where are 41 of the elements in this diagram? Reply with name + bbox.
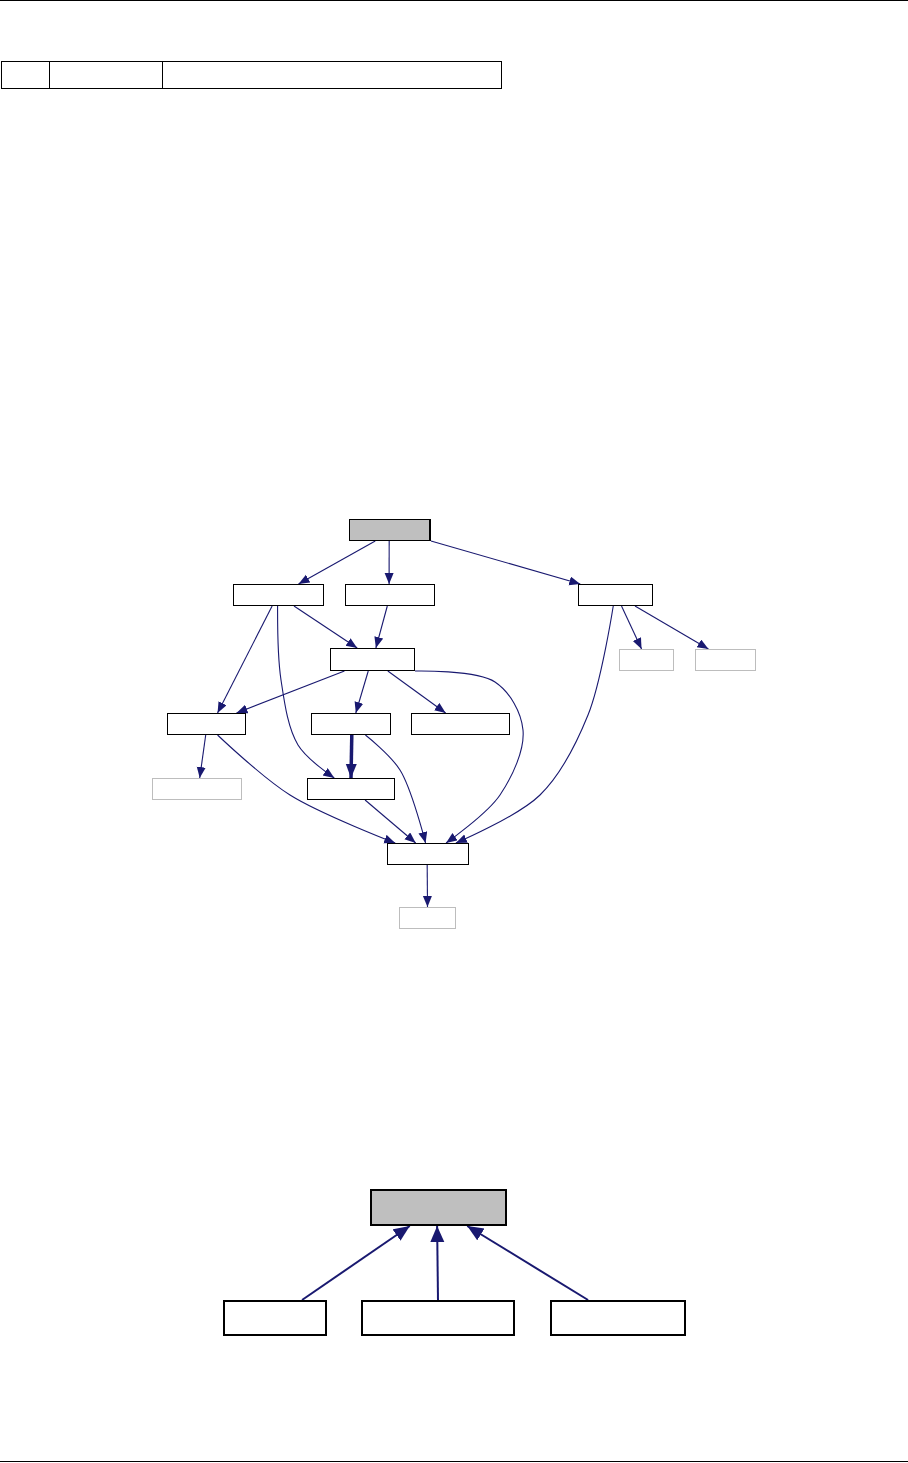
arrow — [297, 540, 376, 585]
arrow — [414, 670, 524, 844]
arrow — [430, 1225, 445, 1301]
arrow — [422, 864, 432, 908]
arrow — [354, 670, 369, 714]
node-box — [361, 1300, 515, 1336]
arrow — [235, 670, 345, 714]
arrow — [345, 734, 357, 779]
arrow — [217, 734, 396, 844]
node-box — [411, 713, 510, 735]
node-box — [550, 1300, 686, 1336]
arrow — [430, 540, 581, 586]
arrow — [364, 799, 417, 844]
arrow — [293, 605, 358, 649]
node-box — [233, 584, 324, 606]
node-box — [330, 648, 415, 671]
node-box — [223, 1300, 327, 1336]
node-box — [387, 843, 469, 865]
arrow — [455, 605, 614, 844]
node-box — [370, 1189, 507, 1226]
node-box — [399, 907, 456, 929]
arrow — [277, 605, 335, 779]
arrow — [364, 734, 428, 844]
node-box — [345, 584, 435, 606]
node-box — [152, 778, 242, 800]
arrow — [466, 1225, 590, 1301]
arrow — [620, 605, 643, 650]
node-box — [167, 713, 246, 735]
node-box — [307, 778, 395, 800]
arrow — [384, 540, 394, 585]
arrow — [196, 734, 207, 779]
node-box — [311, 713, 391, 735]
node-box — [695, 649, 756, 671]
node-box — [349, 519, 431, 541]
node-box — [578, 584, 653, 606]
node-box — [619, 649, 674, 671]
arrow — [387, 670, 447, 714]
arrow — [634, 605, 709, 650]
arrow — [301, 1225, 411, 1301]
arrow — [217, 605, 273, 714]
arrow — [374, 605, 388, 649]
